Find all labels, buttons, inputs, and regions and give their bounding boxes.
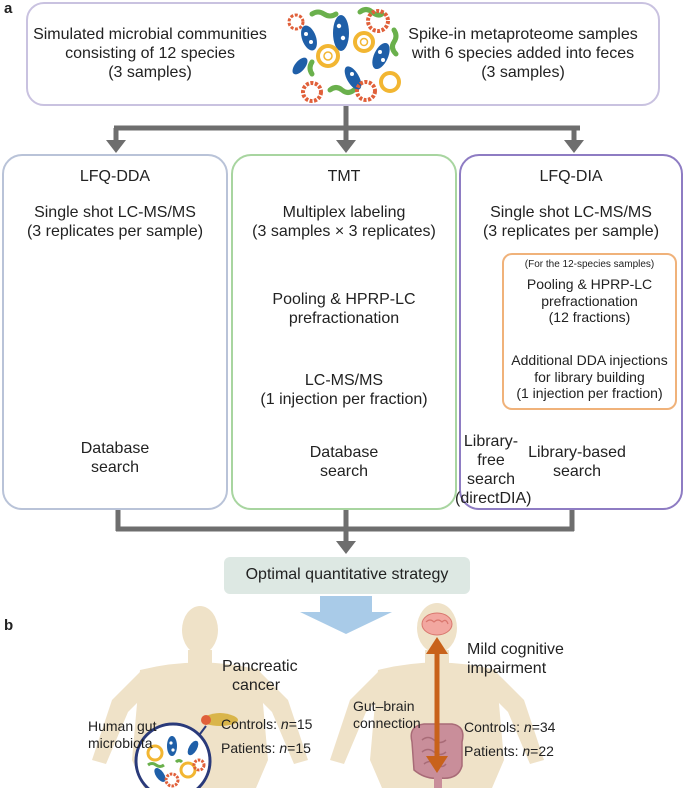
library-free-search: Library-free search (directDIA) bbox=[455, 433, 532, 507]
mild-cognitive-impairment-label: Mild cognitive impairment bbox=[467, 641, 564, 677]
mci-controls: Controls: n=34 bbox=[464, 719, 556, 735]
panel-label-b: b bbox=[4, 617, 14, 634]
tmt-step-labeling: Multiplex labeling (3 samples × 3 replic… bbox=[252, 204, 436, 240]
arrow-to-dia bbox=[564, 140, 584, 153]
arrow-to-optimal bbox=[336, 541, 356, 554]
optimal-strategy-box bbox=[224, 557, 470, 594]
spike-in-samples-text: Spike-in metaproteome samples with 6 spe… bbox=[408, 26, 638, 81]
pancreatic-controls: Controls: n=15 bbox=[221, 716, 313, 732]
library-building-box bbox=[502, 253, 677, 410]
lfq-dda-step-single-shot: Single shot LC-MS/MS (3 replicates per s… bbox=[26, 204, 204, 240]
human-gut-microbiota-label: Human gut microbiota bbox=[88, 718, 157, 751]
arrow-to-tmt bbox=[336, 140, 356, 153]
simulated-communities-text: Simulated microbial communities consisti… bbox=[33, 26, 267, 81]
library-step-dda-injections: Additional DDA injections for library bu… bbox=[511, 352, 668, 402]
library-step-pooling: Pooling & HPRP-LC prefractionation (12 f… bbox=[526, 276, 653, 326]
lfq-dia-title: LFQ-DIA bbox=[539, 168, 603, 185]
mci-patients: Patients: n=22 bbox=[464, 743, 554, 759]
pancreatic-patients: Patients: n=15 bbox=[221, 740, 311, 756]
tmt-title: TMT bbox=[327, 168, 361, 185]
lfq-dda-box bbox=[2, 154, 228, 510]
tmt-step-pooling: Pooling & HPRP-LC prefractionation bbox=[272, 291, 416, 327]
panel-label-a: a bbox=[4, 0, 13, 17]
lfq-dda-title: LFQ-DDA bbox=[79, 168, 151, 185]
lfq-dia-step-single-shot: Single shot LC-MS/MS (3 replicates per s… bbox=[482, 204, 660, 240]
library-building-note: (For the 12-species samples) bbox=[524, 259, 655, 270]
arrow-to-dda bbox=[106, 140, 126, 153]
optimal-strategy-label: Optimal quantitative strategy bbox=[245, 566, 449, 583]
tmt-database-search: Database search bbox=[309, 444, 379, 480]
lfq-dda-database-search: Database search bbox=[80, 440, 150, 476]
library-based-search: Library-based search bbox=[528, 444, 626, 480]
tmt-step-lcms: LC-MS/MS (1 injection per fraction) bbox=[260, 372, 428, 408]
pancreatic-cancer-label: Pancreatic cancer bbox=[222, 658, 298, 694]
gut-brain-connection-label: Gut–brain connection bbox=[353, 698, 421, 731]
tmt-box bbox=[231, 154, 457, 510]
